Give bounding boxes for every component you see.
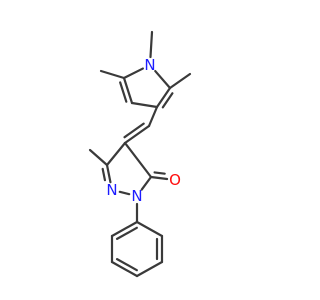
bond-methine-c4_pyrazolone-double (123, 122, 145, 139)
bond-c5_pyrazolone-o_carbonyl-double (153, 171, 166, 175)
bond-ph1-ph2-double (115, 226, 138, 240)
bond-c3_pyrazolone-n2_pyrazolone (105, 163, 112, 184)
bond-ph3-ph4 (110, 260, 139, 278)
bond-ch3_top-n1_pyrrole (149, 30, 154, 59)
bond-ph6-ph1 (135, 220, 164, 238)
bond-ph4-ph5 (135, 260, 164, 278)
bond-c2-c3 (155, 86, 172, 109)
bond-n2_pyrazolone-n1_pyrazolone (118, 190, 131, 196)
bond-n1_pyrrole-c2 (154, 69, 172, 90)
bond-methine-c4_pyrazolone (123, 124, 151, 145)
bond-c2-ch3_c2 (168, 72, 192, 90)
bond-c3-c4 (130, 101, 159, 109)
bond-n1_pyrrole-c5 (122, 67, 144, 80)
bond-c4-c5-double (119, 81, 128, 103)
bond-c5_pyrazolone-o_carbonyl (149, 175, 169, 181)
atom-label-n1_pyrrole: N (144, 56, 155, 74)
bond-c5-ch3_c5 (99, 69, 126, 80)
atom-label-o_carbonyl: O (169, 171, 181, 189)
bond-c2-c3-double (161, 92, 174, 109)
bond-ph3-ph4-double (115, 258, 138, 272)
bond-c3_pyrazolone-ch3_pyrazolone (88, 148, 109, 167)
bond-c3-methine (147, 105, 159, 128)
bond-c3_pyrazolone-n2_pyrazolone-double (101, 167, 107, 182)
bond-ph1-ph2 (110, 220, 139, 238)
bond-c4-c5 (122, 76, 134, 105)
bond-c4_pyrazolone-c5_pyrazolone (123, 141, 153, 179)
bond-n1_pyrazolone-c5_pyrazolone (140, 175, 153, 191)
bond-c4_pyrazolone-c3_pyrazolone (105, 141, 127, 167)
atom-label-n1_pyrazolone: N (131, 187, 142, 205)
atom-label-n2_pyrazolone: N (106, 181, 117, 199)
